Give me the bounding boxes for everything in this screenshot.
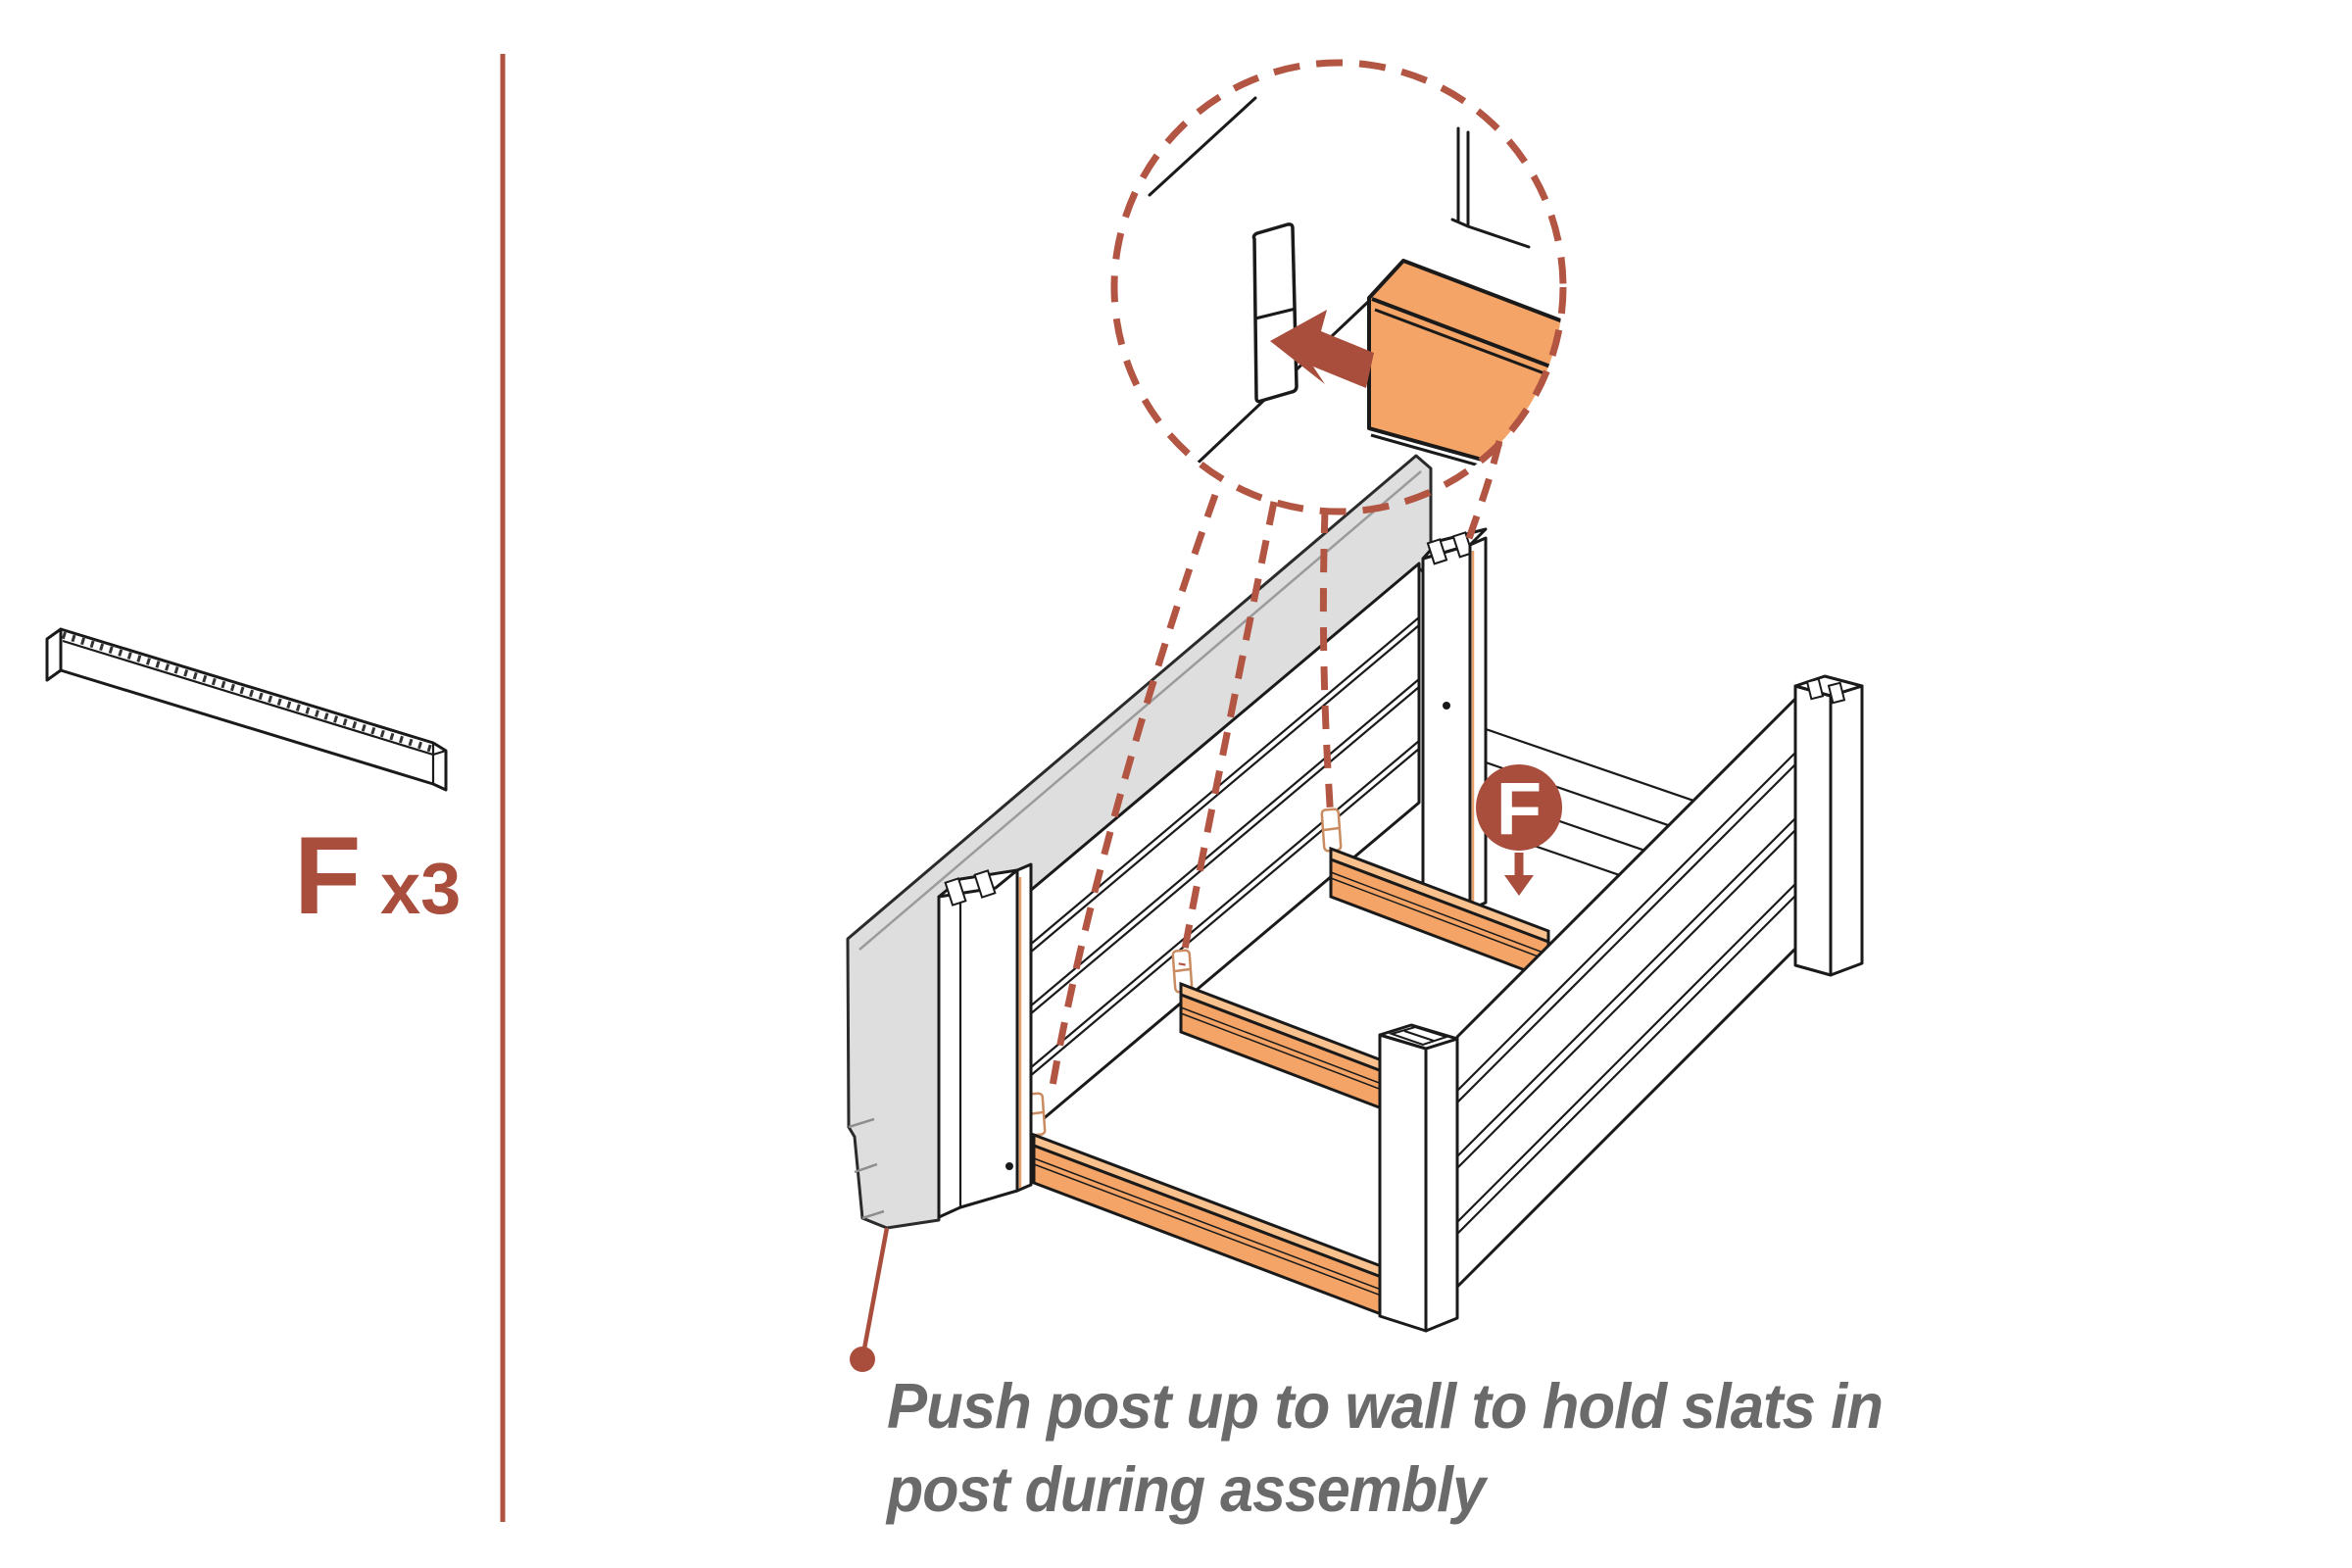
front-right-post <box>1378 1023 1459 1333</box>
back-right-post <box>1421 527 1488 925</box>
caption-leader <box>850 1227 890 1372</box>
caption: Push post up to wall to hold slats in po… <box>885 1370 1884 1525</box>
down-arrow-icon <box>1504 853 1534 896</box>
callout-leader-lines <box>1047 440 1503 1099</box>
part-f-thumbnail <box>45 627 448 792</box>
orange-slat-middle <box>1179 981 1425 1127</box>
planter-assembly <box>846 454 1864 1333</box>
badge-letter: F <box>1496 767 1542 851</box>
badge-circle <box>1476 764 1562 851</box>
part-quantity-label: x3 <box>380 848 461 929</box>
part-label: F <box>294 814 361 937</box>
parts-panel: F x3 <box>45 627 461 937</box>
orange-slat-bottom <box>1032 1132 1394 1321</box>
callout-circle <box>1110 59 1567 515</box>
caption-line-2: post during assembly <box>885 1453 1488 1525</box>
left-post <box>937 862 1033 1219</box>
push-arrow-icon <box>1270 310 1374 388</box>
detail-slot-plate <box>1251 222 1298 404</box>
part-f-badge: F <box>1476 764 1562 896</box>
leader-dot <box>850 1347 875 1372</box>
detail-callout <box>1110 59 1567 515</box>
far-right-post <box>1793 674 1864 977</box>
caption-line-1: Push post up to wall to hold slats in <box>887 1370 1883 1442</box>
